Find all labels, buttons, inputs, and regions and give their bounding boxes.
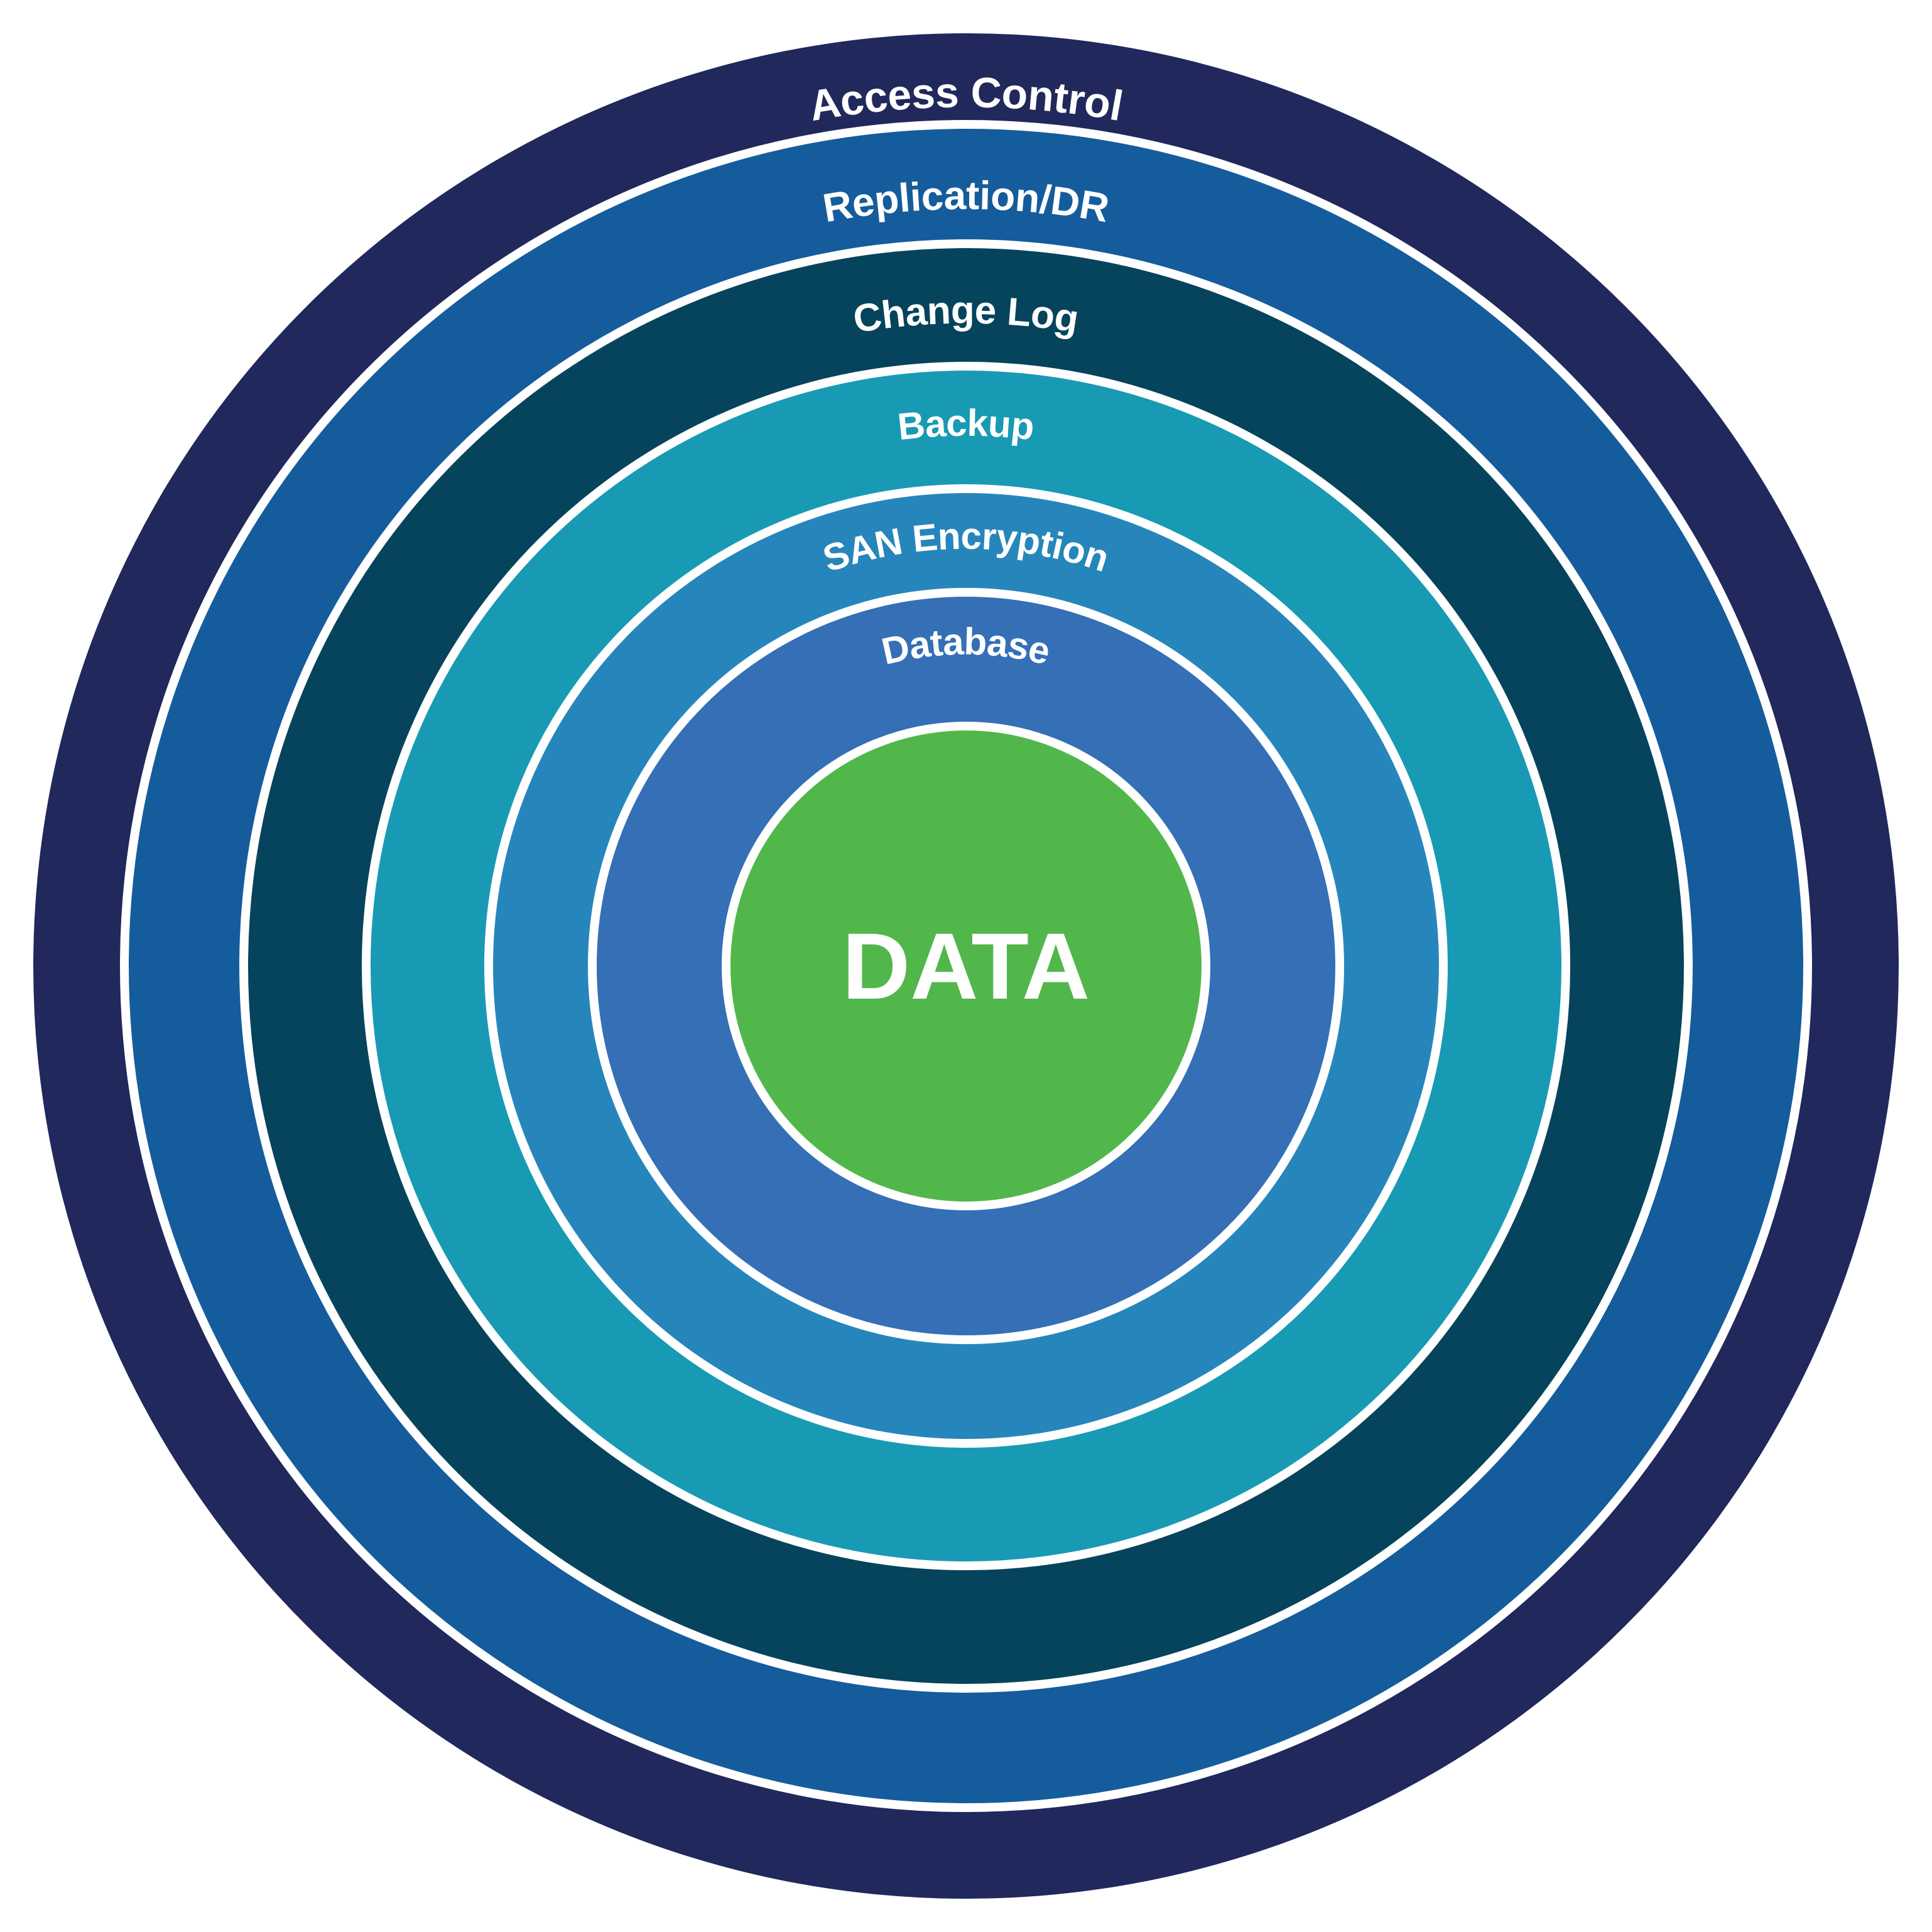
core-data-circle [722, 722, 1210, 1210]
core-label: DATA [842, 913, 1090, 1019]
label-backup: Backup [896, 402, 1036, 448]
